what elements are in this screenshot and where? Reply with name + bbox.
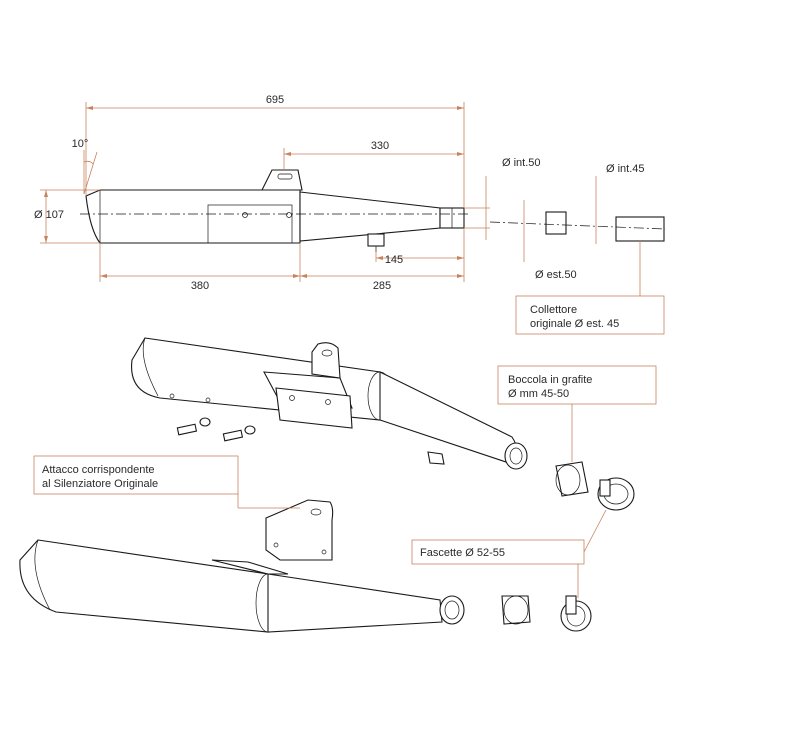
side-view <box>80 169 666 252</box>
dim-int-50: Ø int.50 <box>502 157 541 169</box>
bracket-detail <box>265 499 334 561</box>
dim-145: 145 <box>385 254 403 266</box>
attacco-line2: al Silenziatore Originale <box>42 478 158 490</box>
callout-attacco: Attacco corrispondente al Silenziatore O… <box>33 455 300 509</box>
dim-diameter: Ø 107 <box>34 209 64 221</box>
callout-boccola: Boccola in grafite Ø mm 45-50 <box>497 365 657 462</box>
attacco-line1: Attacco corrispondente <box>42 464 155 476</box>
collettore-line2: originale Ø est. 45 <box>530 318 619 330</box>
exploded-view <box>131 337 635 511</box>
dim-est-50: Ø est.50 <box>535 269 577 281</box>
dim-int-45: Ø int.45 <box>606 163 645 175</box>
dim-285: 285 <box>373 280 391 292</box>
boccola-line2: Ø mm 45-50 <box>508 388 569 400</box>
callout-collettore: Collettore originale Ø est. 45 <box>515 295 665 335</box>
dim-695: 695 <box>266 94 284 106</box>
callout-fascette: Fascette Ø 52-55 <box>411 509 607 598</box>
dimension-labels: 695 330 10° Ø 107 380 285 145 Ø int.50 Ø… <box>34 94 645 292</box>
dim-380: 380 <box>191 280 209 292</box>
fascette-label: Fascette Ø 52-55 <box>420 547 505 559</box>
dim-330: 330 <box>371 140 389 152</box>
assembled-view <box>19 539 592 633</box>
collettore-line1: Collettore <box>530 304 577 316</box>
dimension-lines <box>40 102 641 296</box>
boccola-line1: Boccola in grafite <box>508 374 592 386</box>
dim-angle: 10° <box>72 138 89 150</box>
